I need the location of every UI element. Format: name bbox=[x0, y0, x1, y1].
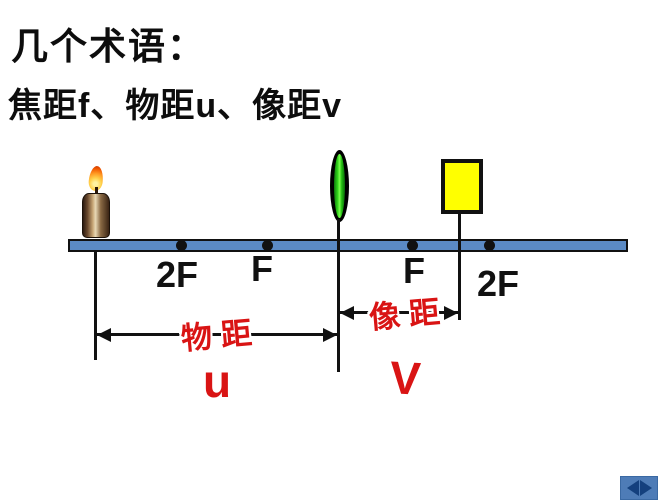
image-distance-symbol: V bbox=[388, 351, 423, 405]
candle-wick bbox=[95, 187, 98, 195]
nav-controls[interactable] bbox=[620, 476, 658, 500]
focal-point-dot-f-left bbox=[262, 240, 273, 251]
optical-bench-bar bbox=[68, 239, 628, 252]
object-distance-symbol: u bbox=[203, 355, 232, 407]
image-distance-arrow bbox=[340, 311, 458, 314]
label-2f-left: 2F bbox=[156, 254, 199, 295]
terms-subtitle: 焦距f、物距u、像距v bbox=[8, 87, 342, 125]
object-distance-arrow bbox=[97, 333, 337, 336]
lens-position-line bbox=[337, 219, 340, 372]
object-position-line bbox=[94, 252, 97, 360]
candle-body bbox=[82, 193, 110, 238]
candle-icon bbox=[82, 165, 110, 238]
label-f-right: F bbox=[403, 250, 425, 291]
convex-lens-icon bbox=[330, 150, 349, 222]
next-slide-icon[interactable] bbox=[639, 480, 652, 496]
object-distance-label: 物距 bbox=[179, 314, 263, 357]
screen-icon bbox=[441, 159, 483, 214]
image-distance-label: 像距 bbox=[367, 293, 451, 336]
focal-point-dot-f-right bbox=[407, 240, 418, 251]
image-position-line bbox=[458, 211, 461, 320]
prev-slide-icon[interactable] bbox=[626, 480, 639, 496]
label-f-left: F bbox=[251, 248, 273, 289]
page-title: 几个术语： bbox=[11, 26, 206, 67]
focal-point-dot-2f-right bbox=[484, 240, 495, 251]
focal-point-dot-2f-left bbox=[176, 240, 187, 251]
label-2f-right: 2F bbox=[477, 263, 520, 304]
